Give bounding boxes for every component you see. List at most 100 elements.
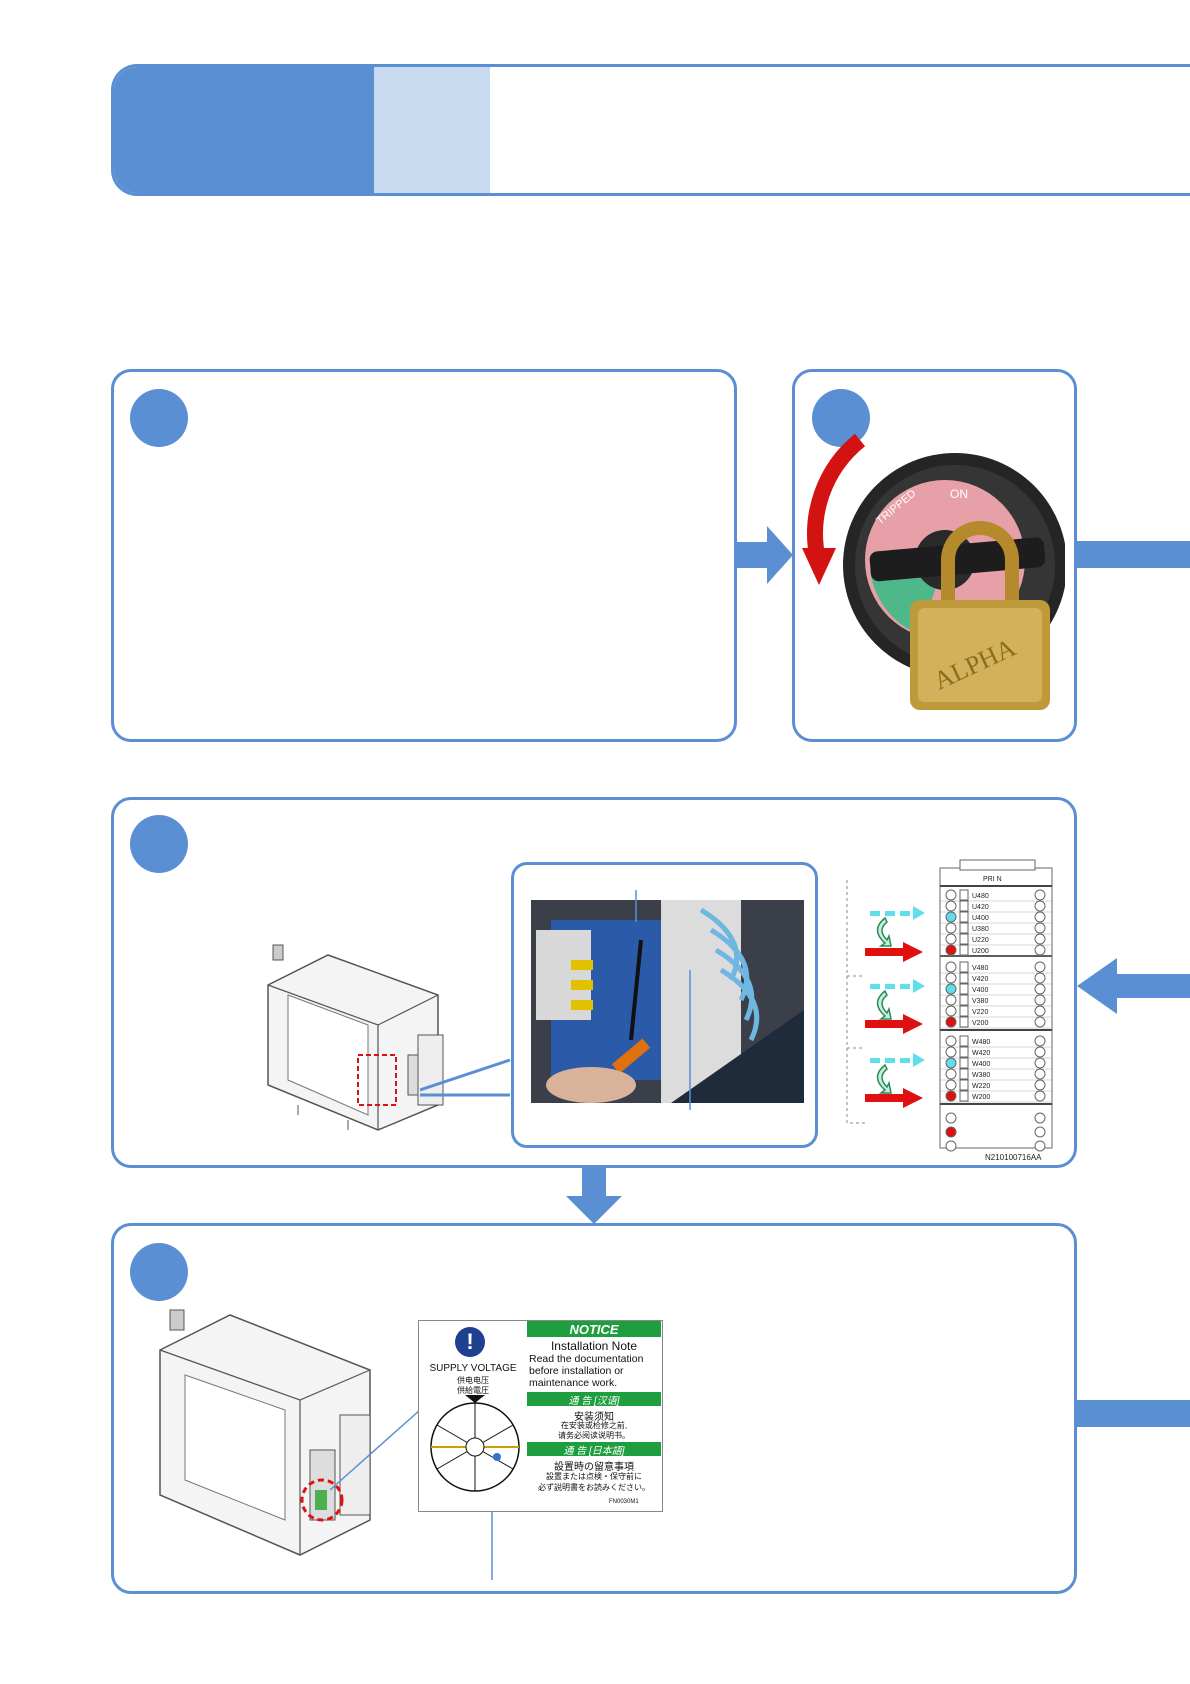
terminal-label: V220 bbox=[972, 1009, 988, 1016]
terminal-slot bbox=[959, 994, 969, 1006]
terminal-label: V420 bbox=[972, 976, 988, 983]
arrow-left-icon bbox=[1077, 958, 1190, 1014]
arrow-continue-bar-2 bbox=[1077, 1400, 1190, 1427]
jp-body-1: 設置または点検・保守前に bbox=[546, 1472, 642, 1481]
terminal-indicator bbox=[945, 900, 957, 912]
terminal-screw bbox=[1034, 1035, 1046, 1047]
terminal-slot bbox=[959, 1035, 969, 1047]
jp-title: 設置時の留意事項 bbox=[554, 1462, 634, 1473]
machine-illustration-2 bbox=[159, 1309, 371, 1556]
terminal-screw bbox=[1034, 889, 1046, 901]
terminal-indicator bbox=[945, 1005, 957, 1017]
photo-pointer-lines bbox=[635, 890, 691, 1110]
terminal-label: W220 bbox=[972, 1083, 990, 1090]
notice-title-bar bbox=[527, 1321, 661, 1337]
terminal-label: W400 bbox=[972, 1061, 990, 1068]
notice-label: ! SUPPLY VOLTAGE 供电电压 供給電圧 NOTICE Instal… bbox=[418, 1320, 663, 1512]
supply-jp-label: 供給電圧 bbox=[457, 1386, 489, 1395]
terminal-slot bbox=[959, 944, 969, 956]
voltage-dial-icon bbox=[430, 1395, 520, 1492]
terminal-indicator bbox=[945, 961, 957, 973]
terminal-indicator bbox=[945, 1090, 957, 1102]
install-body-3: maintenance work. bbox=[529, 1377, 618, 1389]
terminal-indicator bbox=[945, 922, 957, 934]
terminal-label: W380 bbox=[972, 1072, 990, 1079]
terminal-indicator bbox=[945, 933, 957, 945]
supply-voltage-label: SUPPLY VOLTAGE bbox=[429, 1363, 517, 1374]
arrow-continue-bar bbox=[1077, 541, 1190, 568]
terminal-slot bbox=[959, 922, 969, 934]
terminal-indicator bbox=[945, 944, 957, 956]
terminal-indicator bbox=[945, 1057, 957, 1069]
terminal-screw bbox=[1034, 933, 1046, 945]
terminal-slot bbox=[959, 1079, 969, 1091]
terminal-screw bbox=[1034, 900, 1046, 912]
terminal-label: V380 bbox=[972, 998, 988, 1005]
step4-circle-icon bbox=[130, 1243, 188, 1301]
switch-on-label: ON bbox=[950, 487, 968, 501]
terminal-slot bbox=[959, 972, 969, 984]
step3-circle-icon bbox=[130, 815, 188, 873]
cn-body-1: 在安装或检修之前, bbox=[560, 1421, 628, 1430]
terminal-screw bbox=[1034, 1046, 1046, 1058]
terminal-screw bbox=[1034, 1005, 1046, 1017]
cn-title: 安装须知 bbox=[574, 1412, 614, 1423]
jp-header-bar bbox=[527, 1442, 661, 1456]
terminal-screw bbox=[1034, 994, 1046, 1006]
terminal-indicator bbox=[945, 1035, 957, 1047]
terminal-indicator bbox=[945, 889, 957, 901]
terminal-label: W420 bbox=[972, 1050, 990, 1057]
cn-body-2: 请务必阅读说明书。 bbox=[558, 1431, 630, 1440]
arrow-right-icon bbox=[737, 526, 793, 584]
terminal-label: U400 bbox=[972, 915, 989, 922]
install-body-2: before installation or bbox=[529, 1365, 624, 1377]
notice-title: NOTICE bbox=[569, 1322, 619, 1337]
terminal-label: U200 bbox=[972, 948, 989, 955]
terminal-label: U420 bbox=[972, 904, 989, 911]
terminal-slot bbox=[959, 1046, 969, 1058]
terminal-label: U480 bbox=[972, 893, 989, 900]
terminal-indicator bbox=[945, 1046, 957, 1058]
terminal-indicator bbox=[945, 972, 957, 984]
terminal-code-label: N210100716AA bbox=[985, 1153, 1042, 1162]
machine-illustration bbox=[267, 944, 444, 1131]
terminal-screw bbox=[1034, 922, 1046, 934]
terminal-screw bbox=[1034, 1090, 1046, 1102]
terminal-screw bbox=[1034, 1016, 1046, 1028]
terminal-label: U380 bbox=[972, 926, 989, 933]
terminal-screw bbox=[1034, 961, 1046, 973]
terminal-slot bbox=[959, 889, 969, 901]
terminal-screw bbox=[1034, 944, 1046, 956]
header-dark-block bbox=[114, 67, 374, 193]
terminal-slot bbox=[959, 1068, 969, 1080]
terminal-indicator bbox=[945, 983, 957, 995]
caution-icon: ! bbox=[455, 1327, 485, 1357]
terminal-screw bbox=[1034, 972, 1046, 984]
terminal-slot bbox=[959, 933, 969, 945]
terminal-indicator bbox=[945, 994, 957, 1006]
terminal-slot bbox=[959, 1090, 969, 1102]
terminal-label: U220 bbox=[972, 937, 989, 944]
terminal-label: W480 bbox=[972, 1039, 990, 1046]
cn-header: 通 告 [汉语] bbox=[568, 1396, 620, 1407]
terminal-block-svg: U480U420U400U380U220U200V480V420V400V380… bbox=[846, 859, 1053, 1162]
jp-header: 通 告 [日本語] bbox=[563, 1446, 625, 1457]
supply-cn-label: 供电电压 bbox=[457, 1376, 489, 1385]
terminal-header-label: PRI N bbox=[983, 876, 1002, 883]
cn-header-bar bbox=[527, 1392, 661, 1406]
terminal-slot bbox=[959, 983, 969, 995]
wiring-photo-image bbox=[531, 900, 804, 1103]
step1-panel bbox=[111, 369, 737, 742]
terminal-screw bbox=[1034, 1079, 1046, 1091]
terminal-slot bbox=[959, 1057, 969, 1069]
terminal-label: V480 bbox=[972, 965, 988, 972]
header-banner bbox=[111, 64, 1190, 196]
arrow-down-icon bbox=[566, 1168, 622, 1224]
terminal-indicator bbox=[945, 1079, 957, 1091]
terminal-slot bbox=[959, 1005, 969, 1017]
terminal-slot bbox=[959, 1016, 969, 1028]
terminal-screw bbox=[1034, 983, 1046, 995]
notice-code: FN0030M1 bbox=[609, 1499, 639, 1505]
terminal-indicator bbox=[945, 911, 957, 923]
